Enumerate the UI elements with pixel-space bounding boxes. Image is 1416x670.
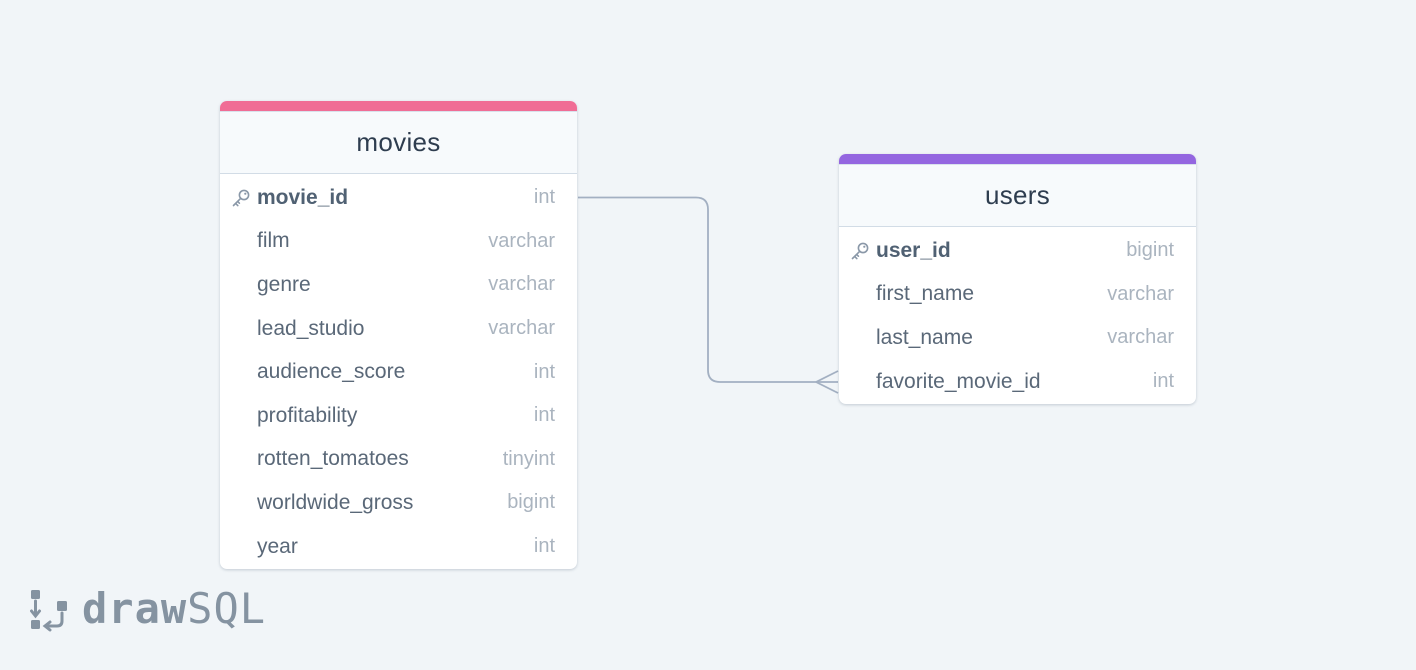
column-row-user_id[interactable]: user_id bigint — [839, 229, 1196, 273]
logo-text-sql: SQL — [187, 584, 267, 633]
table-title: users — [984, 180, 1051, 210]
key-icon — [850, 241, 870, 261]
drawsql-logo-icon — [30, 589, 67, 631]
column-row-genre[interactable]: genre varchar — [220, 263, 577, 307]
drawsql-logo[interactable]: draw SQL — [30, 584, 266, 633]
logo-text-draw: draw — [82, 584, 188, 633]
column-name: favorite_movie_id — [876, 369, 1041, 393]
column-row-last_name[interactable]: last_name varchar — [839, 316, 1196, 360]
column-name: movie_id — [257, 185, 349, 209]
column-row-first_name[interactable]: first_name varchar — [839, 273, 1196, 317]
column-type: int — [1152, 370, 1174, 393]
column-name: worldwide_gross — [257, 490, 414, 514]
column-type: int — [533, 535, 555, 558]
column-name: first_name — [876, 282, 975, 306]
column-row-movie_id[interactable]: movie_id int — [220, 176, 577, 220]
column-name: film — [257, 229, 290, 253]
column-type: varchar — [1107, 282, 1174, 305]
table-accent-bar — [839, 154, 1196, 164]
column-type: int — [533, 186, 555, 209]
key-icon — [231, 188, 251, 208]
column-type: varchar — [1107, 326, 1174, 349]
column-type: varchar — [488, 229, 555, 252]
column-name: rotten_tomatoes — [257, 447, 409, 471]
column-type: int — [533, 404, 555, 427]
column-name: profitability — [257, 403, 358, 427]
column-row-worldwide_gross[interactable]: worldwide_gross bigint — [220, 481, 577, 525]
crows-foot-many-marker — [815, 370, 839, 394]
column-name: lead_studio — [257, 316, 365, 340]
column-row-rotten_tomatoes[interactable]: rotten_tomatoes tinyint — [220, 438, 577, 482]
column-type: varchar — [488, 317, 555, 340]
column-name: year — [257, 534, 298, 558]
column-row-film[interactable]: film varchar — [220, 220, 577, 264]
column-row-profitability[interactable]: profitability int — [220, 394, 577, 438]
column-name: user_id — [876, 238, 951, 262]
column-row-lead_studio[interactable]: lead_studio varchar — [220, 307, 577, 351]
column-name: genre — [257, 272, 311, 296]
column-row-favorite_movie_id[interactable]: favorite_movie_id int — [839, 360, 1196, 404]
column-row-year[interactable]: year int — [220, 525, 577, 569]
column-row-audience_score[interactable]: audience_score int — [220, 350, 577, 394]
column-type: bigint — [1126, 239, 1174, 262]
column-name: audience_score — [257, 360, 406, 384]
column-type: varchar — [488, 273, 555, 296]
table-header[interactable]: movies — [220, 111, 577, 174]
column-type: tinyint — [502, 447, 555, 470]
table-title: movies — [356, 127, 441, 157]
table-header[interactable]: users — [839, 164, 1196, 227]
column-type: bigint — [507, 491, 555, 514]
table-accent-bar — [220, 101, 577, 111]
relationship-path — [578, 196, 838, 383]
column-type: int — [533, 360, 555, 383]
column-name: last_name — [876, 325, 973, 349]
